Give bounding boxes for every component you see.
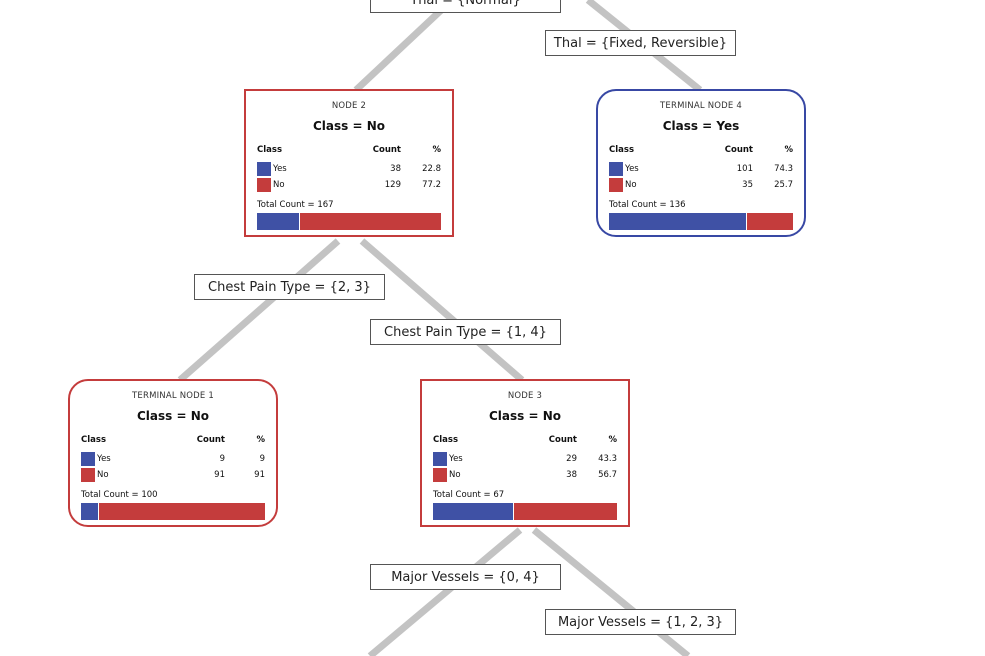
- header-class: Class: [609, 145, 635, 155]
- no-swatch: [609, 178, 623, 192]
- class-proportion-bar: [609, 213, 793, 230]
- bar-no-segment: [98, 503, 265, 520]
- row-label: No: [273, 180, 285, 190]
- total-count: Total Count = 100: [81, 490, 158, 500]
- row-count: 29: [566, 454, 577, 464]
- total-count: Total Count = 136: [609, 200, 686, 210]
- node-class: Class = No: [313, 119, 385, 133]
- yes-swatch: [257, 162, 271, 176]
- yes-swatch: [81, 452, 95, 466]
- edge-node2-node1: [177, 238, 341, 383]
- header-pct: %: [256, 435, 265, 445]
- bar-no-segment: [299, 213, 441, 230]
- node-title: NODE 2: [331, 101, 367, 111]
- row-count: 91: [214, 470, 225, 480]
- edge-node2-node3: [359, 238, 525, 383]
- no-swatch: [81, 468, 95, 482]
- row-count: 9: [219, 454, 225, 464]
- total-count: Total Count = 67: [433, 490, 505, 500]
- split-label-thal-fixed: Thal = {Fixed, Reversible}: [545, 30, 736, 56]
- split-label-major-vessels-04: Major Vessels = {0, 4}: [370, 564, 561, 590]
- bar-yes-segment: [257, 213, 300, 230]
- header-count: Count: [372, 145, 401, 155]
- row-pct: 43.3: [598, 454, 617, 464]
- node-title: NODE 3: [507, 391, 543, 401]
- header-pct: %: [608, 435, 617, 445]
- yes-swatch: [433, 452, 447, 466]
- split-label-chest-pain-14: Chest Pain Type = {1, 4}: [370, 319, 561, 345]
- header-pct: %: [784, 145, 793, 155]
- class-proportion-bar: [81, 503, 265, 520]
- terminal-node-4: TERMINAL NODE 4 Class = Yes Class Count …: [596, 89, 806, 237]
- header-count: Count: [724, 145, 753, 155]
- bar-yes-segment: [609, 213, 747, 230]
- row-pct: 22.8: [422, 164, 441, 174]
- row-count: 38: [566, 470, 577, 480]
- total-count: Total Count = 167: [257, 200, 334, 210]
- terminal-node-1: TERMINAL NODE 1 Class = No Class Count %…: [68, 379, 278, 527]
- node-title: TERMINAL NODE 4: [660, 101, 742, 111]
- row-label: No: [449, 470, 461, 480]
- header-pct: %: [432, 145, 441, 155]
- row-label: Yes: [449, 454, 463, 464]
- header-count: Count: [196, 435, 225, 445]
- row-pct: 9: [259, 454, 265, 464]
- header-class: Class: [433, 435, 459, 445]
- split-label-thal-normal: Thal = {Normal}: [370, 0, 561, 13]
- row-pct: 77.2: [422, 180, 441, 190]
- node-title: TERMINAL NODE 1: [132, 391, 214, 401]
- node-class: Class = No: [137, 409, 209, 423]
- row-count: 129: [384, 180, 401, 190]
- node-class: Class = No: [489, 409, 561, 423]
- split-label-chest-pain-23: Chest Pain Type = {2, 3}: [194, 274, 385, 300]
- bar-no-segment: [513, 503, 617, 520]
- node-2: NODE 2 Class = No Class Count % Yes 38 2…: [244, 89, 454, 237]
- row-pct: 91: [254, 470, 265, 480]
- row-pct: 25.7: [774, 180, 793, 190]
- split-label-major-vessels-123: Major Vessels = {1, 2, 3}: [545, 609, 736, 635]
- row-label: No: [625, 180, 637, 190]
- row-pct: 56.7: [598, 470, 617, 480]
- header-class: Class: [81, 435, 107, 445]
- row-label: Yes: [273, 164, 287, 174]
- header-count: Count: [548, 435, 577, 445]
- row-label: Yes: [625, 164, 639, 174]
- bar-no-segment: [746, 213, 793, 230]
- bar-yes-segment: [433, 503, 514, 520]
- node-class: Class = Yes: [662, 119, 740, 133]
- row-count: 38: [390, 164, 401, 174]
- row-label: Yes: [97, 454, 111, 464]
- class-proportion-bar: [433, 503, 617, 520]
- no-swatch: [433, 468, 447, 482]
- bar-yes-segment: [81, 503, 99, 520]
- edge-root-node2: [353, 0, 455, 93]
- row-pct: 74.3: [774, 164, 793, 174]
- edge-node3-right: [531, 527, 691, 656]
- row-count: 101: [736, 164, 753, 174]
- yes-swatch: [609, 162, 623, 176]
- row-label: No: [97, 470, 109, 480]
- node-3: NODE 3 Class = No Class Count % Yes 29 4…: [420, 379, 630, 527]
- edge-node3-left: [367, 527, 523, 656]
- class-proportion-bar: [257, 213, 441, 230]
- no-swatch: [257, 178, 271, 192]
- row-count: 35: [742, 180, 753, 190]
- header-class: Class: [257, 145, 283, 155]
